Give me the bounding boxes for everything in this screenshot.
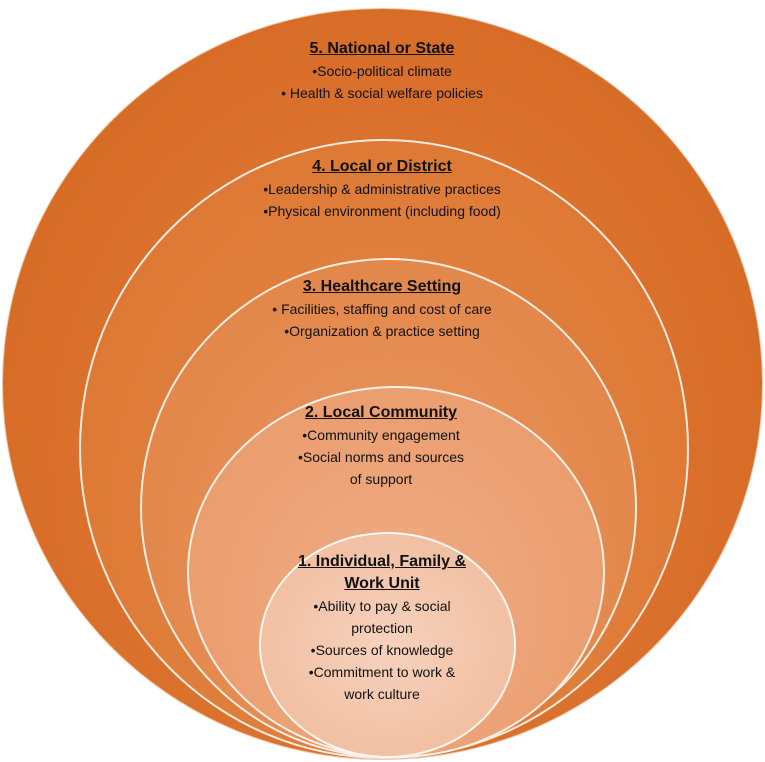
level-3-heading: 3. Healthcare Setting	[302, 278, 462, 295]
level-3-item: •Organization & practice setting	[284, 323, 480, 339]
level-1-item: •Commitment to work &	[308, 664, 456, 680]
level-3-item: • Facilities, staffing and cost of care	[272, 301, 492, 317]
level-5-item: •Socio-political climate	[312, 63, 452, 79]
level-5-heading: 5. National or State	[309, 40, 455, 57]
level-2-item: •Social norms and sources	[298, 449, 464, 465]
level-4-label: 4. Local or District •Leadership & admin…	[207, 156, 557, 222]
level-2-item: of support	[349, 471, 413, 487]
level-2-item: •Community engagement	[302, 427, 460, 443]
level-4-item: •Leadership & administrative practices	[263, 181, 501, 197]
level-2-heading: 2. Local Community	[304, 404, 458, 421]
level-5-label: 5. National or State •Socio-political cl…	[232, 38, 532, 104]
level-1-item: •Sources of knowledge	[310, 642, 454, 658]
level-1-heading-line2: Work Unit	[344, 575, 420, 592]
level-1-item: protection	[351, 620, 413, 636]
circle-individual-family-work-unit	[259, 532, 516, 758]
level-1-label: 1. Individual, Family & Work Unit •Abili…	[262, 551, 502, 705]
level-1-heading-line1: 1. Individual, Family &	[297, 553, 467, 570]
level-2-label: 2. Local Community •Community engagement…	[246, 402, 516, 490]
level-1-item: work culture	[344, 686, 420, 702]
level-5-item: • Health & social welfare policies	[281, 85, 483, 101]
level-1-item: •Ability to pay & social	[313, 598, 451, 614]
level-4-heading: 4. Local or District	[312, 158, 452, 175]
level-4-item: •Physical environment (including food)	[263, 203, 501, 219]
level-3-label: 3. Healthcare Setting • Facilities, staf…	[222, 276, 542, 342]
